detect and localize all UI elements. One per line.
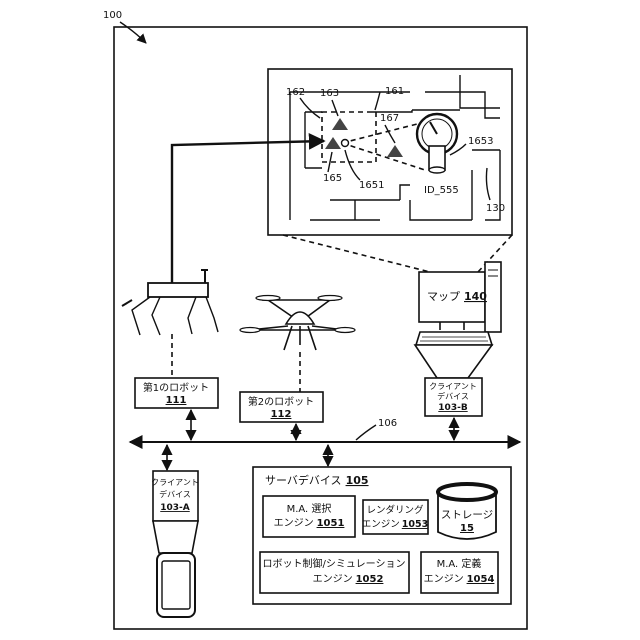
smartphone-icon <box>157 553 195 617</box>
ma-select-engine-box <box>263 496 355 537</box>
camera-origin-icon <box>342 140 349 147</box>
ref-label-bus: 106 <box>378 418 397 429</box>
projection-funnel <box>153 521 198 553</box>
ref-label-161: 161 <box>385 86 404 97</box>
client-a-line1: クライアント <box>151 478 199 487</box>
client-b-ref: 103-B <box>438 403 468 413</box>
map-label: マップ140 <box>427 290 487 303</box>
client-a-ref: 103-A <box>160 503 190 513</box>
ma-define-line1: M.A. 定義 <box>437 557 482 570</box>
client-b-line1: クライアント <box>429 382 477 391</box>
desktop-computer-icon <box>416 262 501 345</box>
rendering-line1: レンダリング <box>366 504 424 516</box>
ma-select-line2: エンジン1051 <box>274 518 345 529</box>
ref-label-system: 100 <box>103 10 122 21</box>
ma-select-line1: M.A. 選択 <box>287 502 332 515</box>
ref-label-1651: 1651 <box>359 180 384 191</box>
ma-define-line2: エンジン1054 <box>424 574 495 585</box>
rendering-line2: エンジン1053 <box>362 519 428 530</box>
ref-label-130: 130 <box>486 203 505 214</box>
ref-label-162: 162 <box>286 87 305 98</box>
robot-control-line1: ロボット制御/シミュレーション <box>263 557 406 570</box>
robot1-ref: 111 <box>166 395 187 406</box>
map-inset: 162 163 161 167 165 1651 1653 ID_555 130 <box>268 69 512 235</box>
server-title: サーバデバイス105 <box>265 473 369 487</box>
robot2-ref: 112 <box>271 409 292 420</box>
storage-label: ストレージ <box>441 509 493 521</box>
client-b-line2: デバイス <box>437 391 469 401</box>
robot-control-line2: エンジン1052 <box>313 574 384 585</box>
robot1-title: 第1のロボット <box>143 381 209 394</box>
gauge-id-label: ID_555 <box>424 185 459 196</box>
ref-label-167: 167 <box>380 113 399 124</box>
storage-ref: 15 <box>460 523 474 534</box>
client-a-line2: デバイス <box>159 489 191 499</box>
ref-label-165: 165 <box>323 173 342 184</box>
ref-label-163: 163 <box>320 88 339 99</box>
robot2-title: 第2のロボット <box>248 395 314 408</box>
ref-label-1653: 1653 <box>468 136 493 147</box>
